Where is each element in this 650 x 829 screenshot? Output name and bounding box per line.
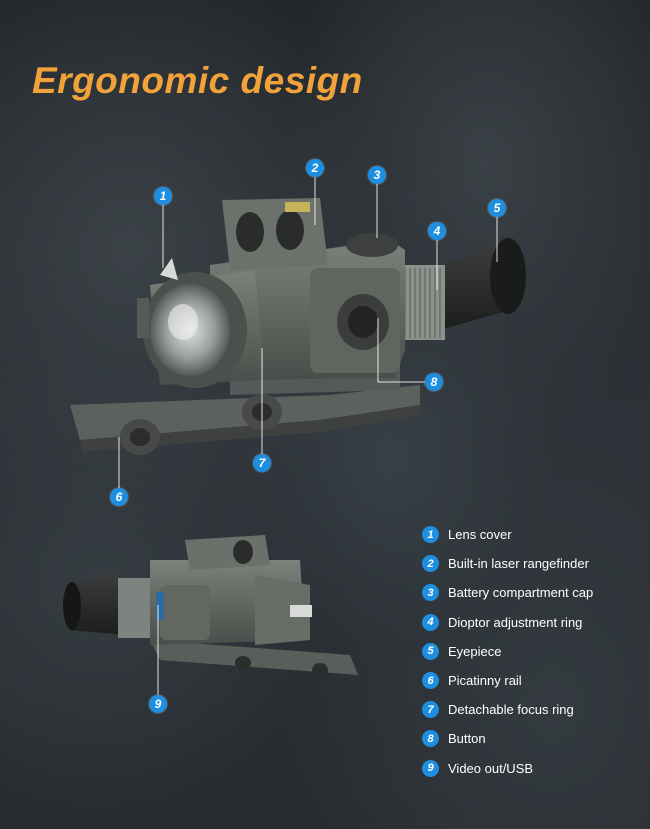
marker-9: 9 — [149, 695, 167, 713]
legend-number: 2 — [422, 555, 439, 573]
legend-item-dioptor-ring: 4 Dioptor adjustment ring — [422, 608, 650, 637]
legend-item-button: 8 Button — [422, 724, 650, 753]
legend-label: Video out/USB — [448, 760, 534, 776]
marker-6: 6 — [110, 488, 128, 506]
legend-label: Picatinny rail — [448, 673, 522, 689]
legend-number: 4 — [422, 613, 439, 631]
legend-label: Detachable focus ring — [448, 702, 574, 718]
legend-item-eyepiece: 5 Eyepiece — [422, 637, 650, 666]
marker-8: 8 — [425, 373, 443, 391]
legend-number: 6 — [422, 672, 439, 690]
legend-number: 8 — [422, 730, 439, 748]
marker-1: 1 — [154, 187, 172, 205]
page-title: Ergonomic design — [32, 60, 363, 101]
legend-number: 3 — [422, 584, 439, 602]
thermal-scope-side-image — [63, 535, 358, 677]
legend-item-battery-cap: 3 Battery compartment cap — [422, 578, 650, 607]
legend-number: 5 — [422, 642, 439, 660]
legend-item-video-out: 9 Video out/USB — [422, 754, 650, 783]
marker-2: 2 — [306, 159, 324, 177]
marker-7: 7 — [253, 454, 271, 472]
legend-label: Lens cover — [448, 527, 512, 543]
feature-legend: 1 Lens cover 2 Built-in laser rangefinde… — [422, 520, 650, 783]
legend-label: Built-in laser rangefinder — [448, 556, 589, 572]
legend-item-lens-cover: 1 Lens cover — [422, 520, 650, 549]
legend-label: Eyepiece — [448, 643, 502, 659]
legend-label: Button — [448, 731, 486, 747]
legend-number: 9 — [422, 759, 439, 777]
legend-number: 1 — [422, 526, 439, 544]
legend-number: 7 — [422, 701, 439, 719]
legend-label: Dioptor adjustment ring — [448, 614, 583, 630]
legend-item-focus-ring: 7 Detachable focus ring — [422, 695, 650, 724]
legend-item-picatinny-rail: 6 Picatinny rail — [422, 666, 650, 695]
legend-label: Battery compartment cap — [448, 585, 594, 601]
legend-item-laser-rangefinder: 2 Built-in laser rangefinder — [422, 549, 650, 578]
marker-3: 3 — [368, 166, 386, 184]
marker-4: 4 — [428, 222, 446, 240]
marker-5: 5 — [488, 199, 506, 217]
